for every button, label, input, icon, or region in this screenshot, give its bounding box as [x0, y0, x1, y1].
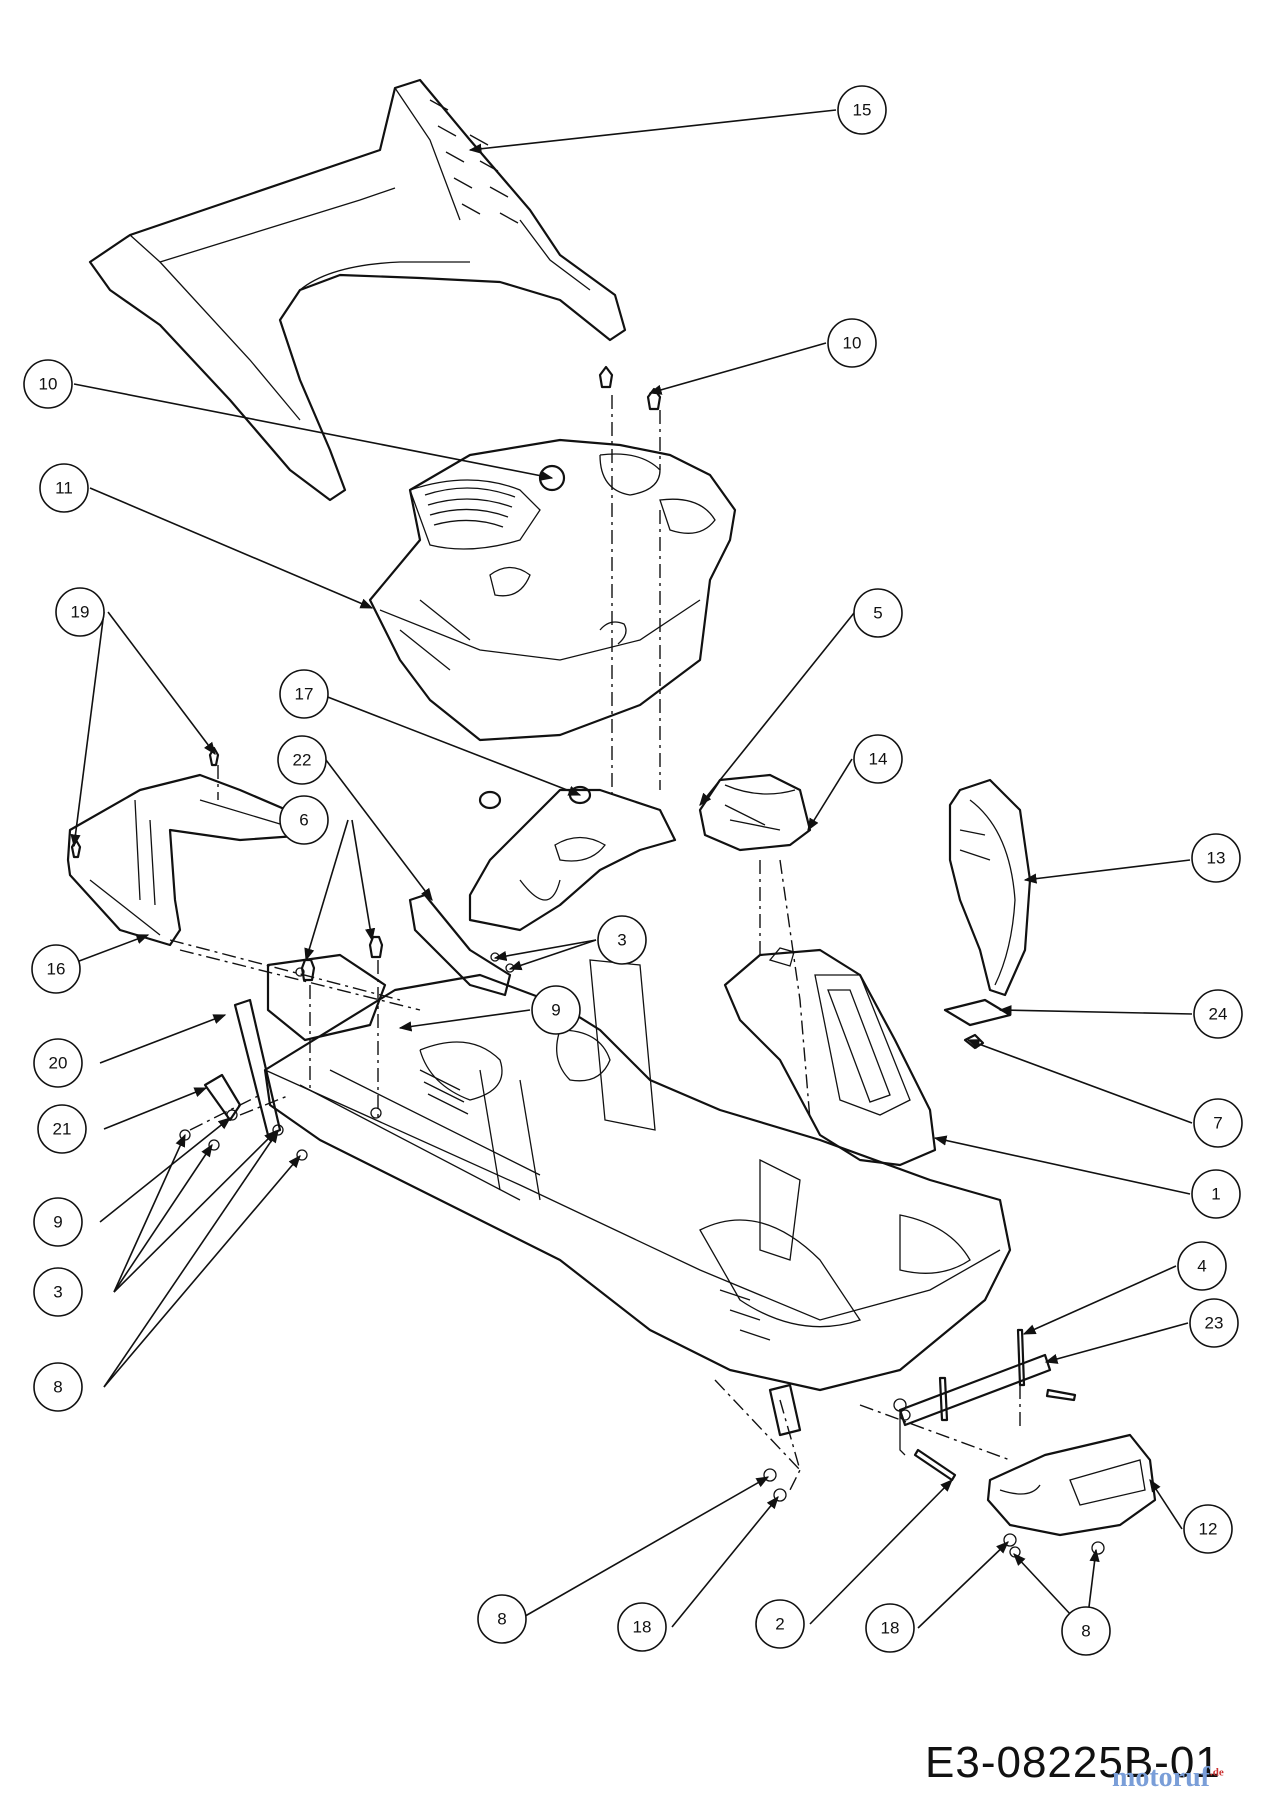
callout-9-lower: 9 — [33, 1197, 83, 1247]
watermark-suffix: .de — [1209, 1766, 1224, 1779]
svg-text:3: 3 — [617, 931, 626, 950]
callout-8-bottom-right: 8 — [1061, 1606, 1111, 1656]
svg-text:6: 6 — [299, 811, 308, 830]
svg-text:13: 13 — [1207, 849, 1226, 868]
svg-text:3: 3 — [53, 1283, 62, 1302]
callout-7: 7 — [1193, 1098, 1243, 1148]
watermark-text: motoruf — [1112, 1762, 1210, 1793]
svg-text:18: 18 — [633, 1618, 652, 1637]
part-2-bolt — [913, 1388, 1077, 1482]
callout-10-left: 10 — [23, 359, 73, 409]
callout-14: 14 — [853, 734, 903, 784]
callout-24: 24 — [1193, 989, 1243, 1039]
svg-text:11: 11 — [55, 479, 73, 498]
callout-5: 5 — [853, 588, 903, 638]
drawing-number: E3-08225B-01 — [925, 1738, 1221, 1787]
callout-12: 12 — [1183, 1504, 1233, 1554]
callout-21: 21 — [37, 1104, 87, 1154]
svg-text:23: 23 — [1205, 1314, 1224, 1333]
part-plate — [266, 953, 387, 1042]
alignment-lines — [169, 395, 1021, 1491]
part-11-hood — [368, 438, 737, 742]
svg-text:8: 8 — [1081, 1622, 1090, 1641]
svg-text:10: 10 — [39, 375, 58, 394]
callout-16: 16 — [31, 944, 81, 994]
callout-3-upper: 3 — [597, 915, 647, 965]
callout-22: 22 — [277, 735, 327, 785]
callout-18-right: 18 — [865, 1603, 915, 1653]
svg-text:18: 18 — [881, 1619, 900, 1638]
leader-lines — [57, 109, 1193, 1632]
part-12-bumper — [986, 1433, 1157, 1537]
svg-text:24: 24 — [1209, 1005, 1228, 1024]
svg-text:17: 17 — [295, 685, 314, 704]
callout-8-bottom-left: 8 — [477, 1594, 527, 1644]
part-23-bracket — [898, 1353, 1052, 1456]
callouts: 15 10 10 11 19 5 17 22 14 6 13 3 9 24 16… — [23, 85, 1243, 1656]
svg-text:12: 12 — [1199, 1520, 1218, 1539]
svg-text:5: 5 — [873, 604, 882, 623]
svg-text:14: 14 — [869, 750, 888, 769]
svg-text:20: 20 — [49, 1054, 68, 1073]
part-4-pins — [938, 1328, 1026, 1422]
svg-text:9: 9 — [551, 1001, 560, 1020]
part-20-rod — [233, 998, 282, 1137]
part-13-side-cover — [948, 778, 1032, 997]
hardware-nuts-washers — [179, 952, 1105, 1558]
callout-10-upper: 10 — [827, 318, 877, 368]
callout-19: 19 — [55, 587, 105, 637]
callout-15: 15 — [837, 85, 887, 135]
svg-text:19: 19 — [71, 603, 90, 622]
part-16-left-panel — [66, 746, 312, 947]
watermark-logo: motoruf.de — [1112, 1762, 1224, 1794]
callout-18-left: 18 — [617, 1602, 667, 1652]
svg-text:8: 8 — [53, 1378, 62, 1397]
callout-2: 2 — [755, 1599, 805, 1649]
callout-4: 4 — [1177, 1241, 1227, 1291]
part-1-seat-pod — [723, 947, 937, 1167]
svg-text:16: 16 — [47, 960, 66, 979]
callout-11: 11 — [39, 463, 89, 513]
svg-text:9: 9 — [53, 1213, 62, 1232]
callout-1: 1 — [1191, 1169, 1241, 1219]
svg-text:7: 7 — [1213, 1114, 1222, 1133]
part-1-frame — [263, 959, 1012, 1437]
svg-text:10: 10 — [843, 334, 862, 353]
callout-23: 23 — [1189, 1298, 1239, 1348]
callout-9-upper: 9 — [531, 985, 581, 1035]
callout-6: 6 — [279, 795, 329, 845]
svg-text:21: 21 — [53, 1120, 72, 1139]
part-14-steering-cover — [698, 773, 812, 852]
svg-text:22: 22 — [293, 751, 312, 770]
callout-17: 17 — [279, 669, 329, 719]
part-17-dash-plate — [468, 785, 677, 932]
svg-text:15: 15 — [853, 101, 872, 120]
svg-text:4: 4 — [1197, 1257, 1206, 1276]
part-15-rear-cover — [88, 78, 627, 502]
callout-13: 13 — [1191, 833, 1241, 883]
svg-text:2: 2 — [775, 1615, 784, 1634]
callout-3-lower: 3 — [33, 1267, 83, 1317]
callout-20: 20 — [33, 1038, 83, 1088]
part-24-plate — [943, 998, 1012, 1027]
svg-text:1: 1 — [1211, 1185, 1220, 1204]
svg-text:8: 8 — [497, 1610, 506, 1629]
callout-8-left: 8 — [33, 1362, 83, 1412]
part-10-push-rivets — [538, 365, 662, 492]
